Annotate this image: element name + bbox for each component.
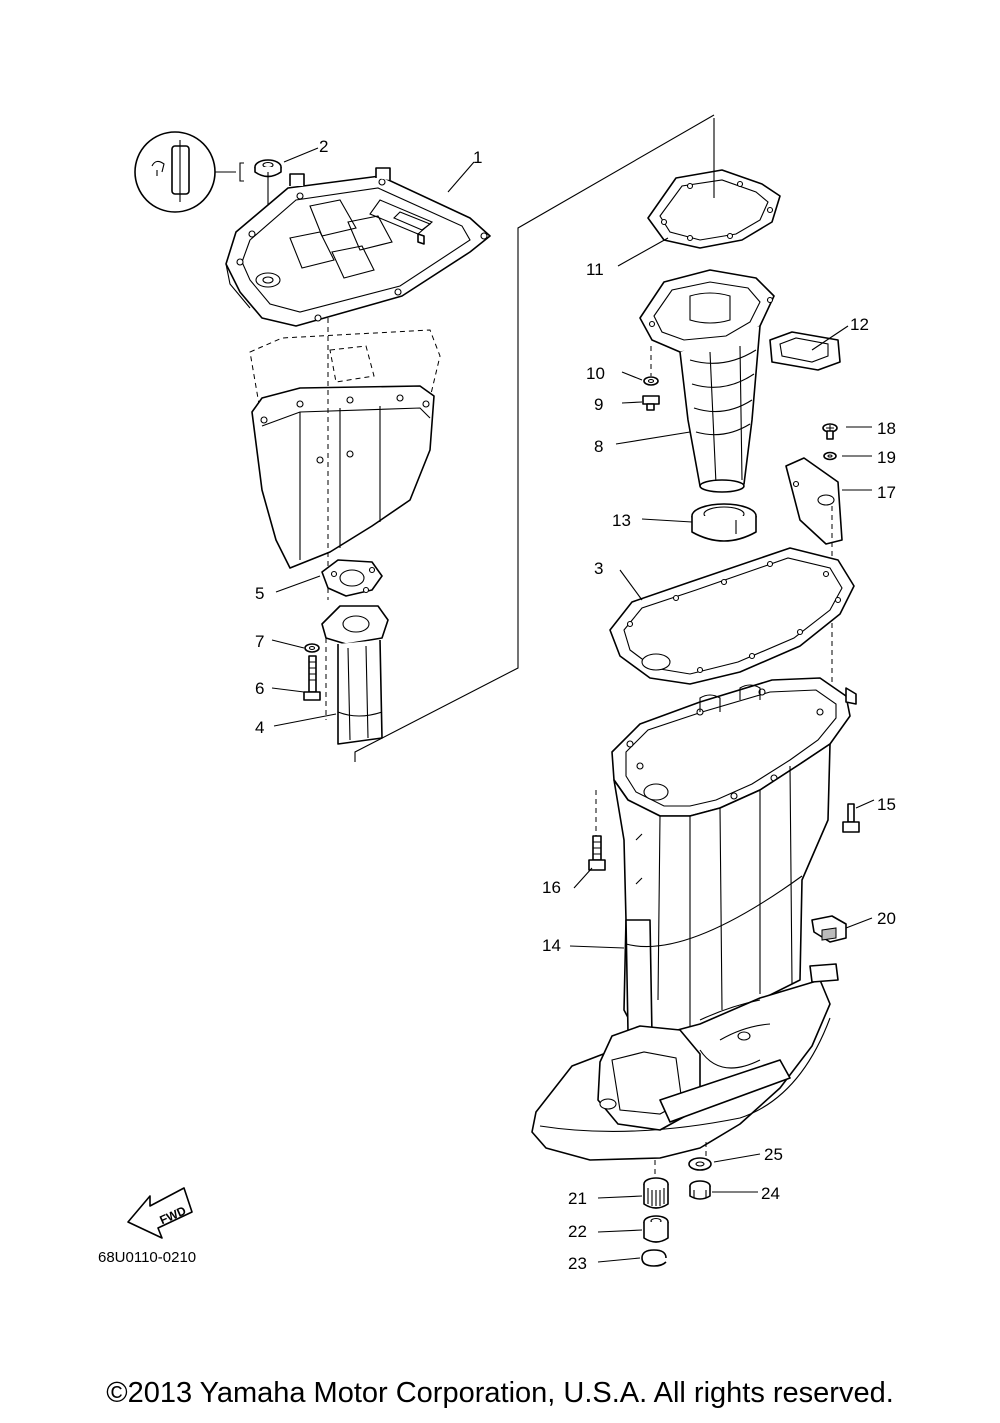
part-5-gasket: [321, 559, 383, 597]
callout-8: 8: [594, 437, 603, 456]
callout-1: 1: [473, 148, 482, 167]
callout-5: 5: [255, 584, 264, 603]
part-20-anode: [811, 915, 847, 943]
callout-18: 18: [877, 419, 896, 438]
callout-15: 15: [877, 795, 896, 814]
upper-housing-body: [251, 385, 435, 569]
callout-23: 23: [568, 1254, 587, 1273]
part-13-seal-ring: [691, 503, 757, 542]
callout-24: 24: [761, 1184, 780, 1203]
callout-10: 10: [586, 364, 605, 383]
part-16-long-bolt: [588, 835, 606, 871]
callout-2: 2: [319, 137, 328, 156]
callout-12: 12: [850, 315, 869, 334]
part-19-washer: [823, 451, 837, 461]
callout-20: 20: [877, 909, 896, 928]
part-23-circlip: [641, 1249, 667, 1267]
copyright-notice: ©2013 Yamaha Motor Corporation, U.S.A. A…: [106, 1377, 894, 1409]
part-15-bolt: [842, 803, 860, 833]
part-10-washer: [643, 346, 659, 386]
leader-lines: [271, 118, 875, 1263]
part-18-screw: [822, 423, 838, 440]
part-24-drain-screw: [689, 1180, 711, 1200]
callout-14: 14: [542, 936, 561, 955]
part-1-upper-casing-plate: [225, 167, 491, 327]
group-bracket-line: [354, 114, 715, 762]
callout-22: 22: [568, 1222, 587, 1241]
callout-7: 7: [255, 632, 264, 651]
part-8-exhaust-guide: [639, 269, 775, 493]
part-25-washer: [688, 1157, 712, 1171]
callout-16: 16: [542, 878, 561, 897]
part-7-washer: [304, 643, 320, 653]
part-22-bush: [643, 1215, 669, 1243]
part-17-plate: [785, 457, 843, 545]
callout-11: 11: [586, 260, 604, 279]
diagram-code: 68U0110-0210: [98, 1249, 196, 1266]
callout-4: 4: [255, 718, 264, 737]
part-4-exhaust-pipe: [321, 605, 389, 745]
part-12-rubber-seal: [769, 331, 841, 371]
callout-labels: 1 2 3 4 5 6 7 8 9 10 11 12 13 14 15 16 1…: [255, 137, 896, 1273]
callout-13: 13: [612, 511, 631, 530]
callout-21: 21: [568, 1189, 587, 1208]
part-21-bush: [643, 1177, 669, 1209]
part-3-large-gasket: [609, 547, 855, 685]
part-6-bolt: [303, 655, 321, 701]
callout-25: 25: [764, 1145, 783, 1164]
part-11-gasket: [647, 169, 781, 249]
part-14-lower-casing: [531, 677, 857, 1161]
callout-17: 17: [877, 483, 896, 502]
forward-direction-arrow: FWD: [127, 1187, 193, 1239]
callout-19: 19: [877, 448, 896, 467]
part-9-bolt: [642, 395, 660, 411]
callout-9: 9: [594, 395, 603, 414]
callout-6: 6: [255, 679, 264, 698]
callout-3: 3: [594, 559, 603, 578]
grease-detail-inset: [134, 131, 244, 213]
